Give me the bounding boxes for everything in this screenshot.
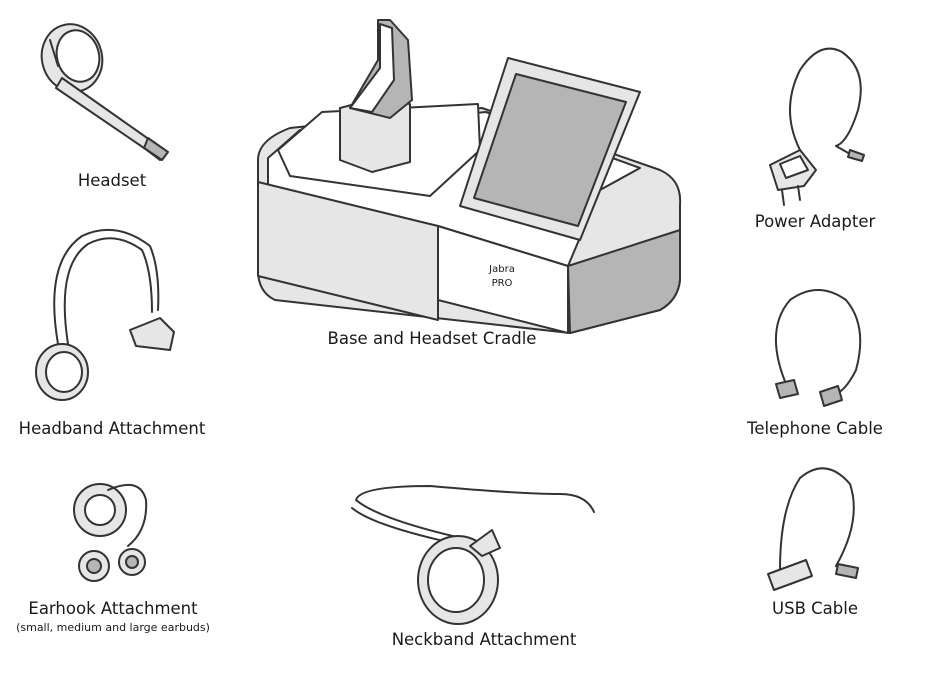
power-label: Power Adapter [754,212,876,231]
usb-label: USB Cable [772,599,858,618]
brand-line1: Jabra [489,264,515,275]
headset-label: Headset [77,171,147,190]
neckband-label: Neckband Attachment [391,630,577,649]
base-label: Base and Headset Cradle [327,329,537,348]
earhook-sublabel: (small, medium and large earbuds) [16,621,210,634]
telephone-label: Telephone Cable [747,419,883,438]
earhook-label: Earhook Attachment [28,599,198,618]
headband-label: Headband Attachment [18,419,206,438]
brand-line2: PRO [491,278,513,289]
